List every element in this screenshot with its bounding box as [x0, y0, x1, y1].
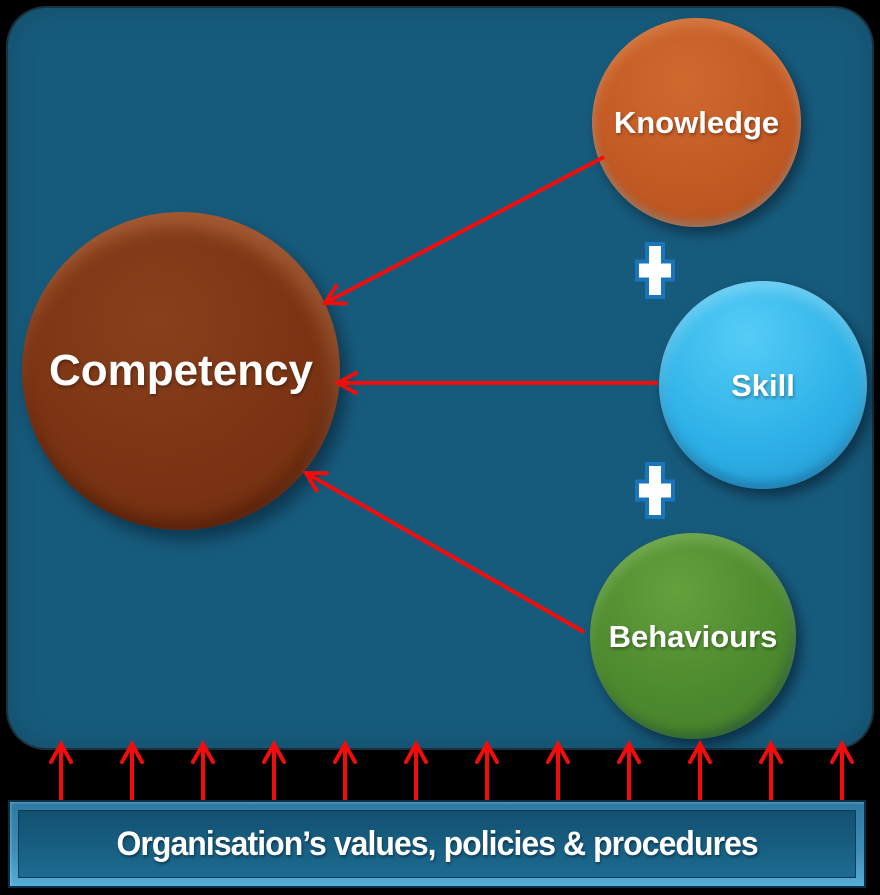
behaviours-label: Behaviours [608, 618, 778, 654]
foundation-banner-frame: Organisation’s values, policies & proced… [10, 802, 864, 886]
plus-icon [635, 242, 675, 299]
knowledge-label: Knowledge [613, 105, 780, 140]
behaviours-circle: Behaviours [590, 533, 796, 739]
plus-icon [635, 462, 675, 519]
foundation-banner-inner: Organisation’s values, policies & proced… [18, 810, 856, 878]
skill-circle: Skill [659, 281, 867, 489]
bottom-arrows [61, 744, 842, 800]
foundation-banner-label: Organisation’s values, policies & proced… [116, 824, 758, 863]
competency-circle: Competency [22, 212, 340, 530]
skill-label: Skill [731, 367, 795, 403]
foundation-banner: Organisation’s values, policies & proced… [8, 800, 866, 888]
competency-label: Competency [48, 346, 314, 395]
knowledge-circle: Knowledge [592, 18, 801, 227]
